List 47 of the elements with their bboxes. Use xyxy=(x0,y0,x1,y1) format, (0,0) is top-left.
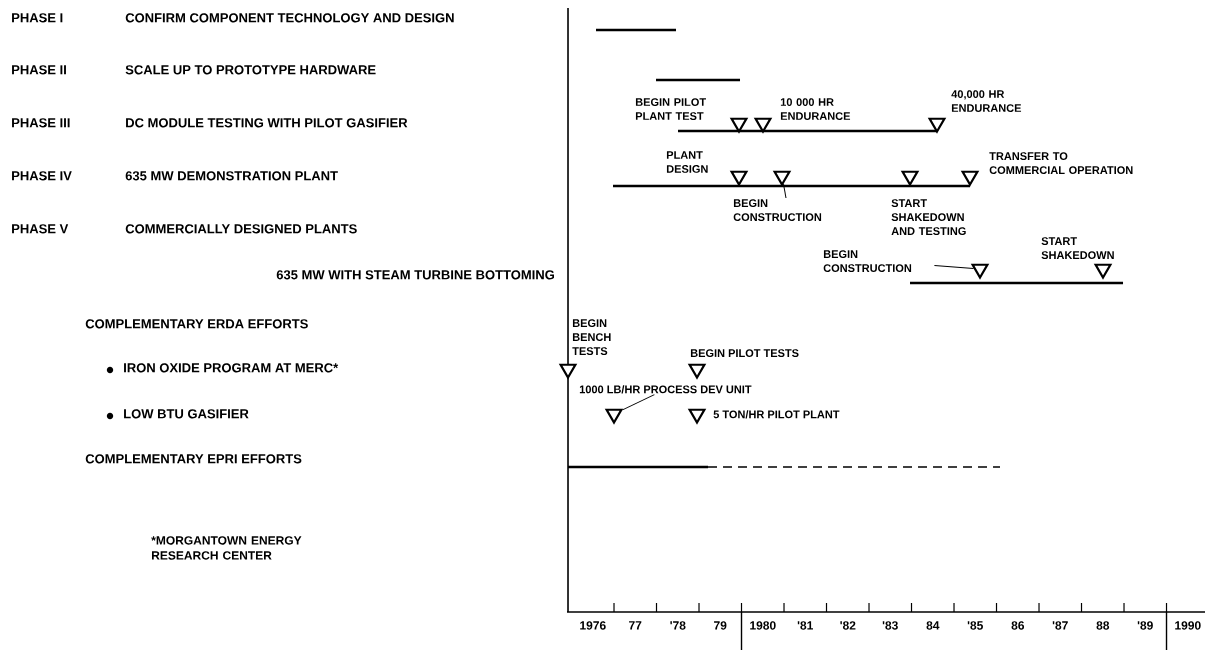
milestone-label: BEGIN BENCH TESTS xyxy=(572,319,611,355)
milestone-label: 5 TON/HR PILOT PLANT xyxy=(713,410,840,419)
phase-description: COMMERCIALLY DESIGNED PLANTS xyxy=(125,224,357,234)
phase-label: PHASE II xyxy=(12,65,66,75)
phase-description: DC MODULE TESTING WITH PILOT GASIFIER xyxy=(126,118,408,128)
program-item: IRON OXIDE PROGRAM AT MERC* xyxy=(124,363,339,373)
leader-line xyxy=(933,264,975,269)
year-label: 79 xyxy=(714,621,727,630)
milestone-label: BEGIN PILOT TESTS xyxy=(690,349,799,357)
phase-description: SCALE UP TO PROTOTYPE HARDWARE xyxy=(125,65,376,75)
year-label: 86 xyxy=(1011,621,1025,630)
year-label: '85 xyxy=(967,621,983,630)
phase-label: PHASE III xyxy=(12,118,70,128)
section-heading: COMPLEMENTARY ERDA EFFORTS xyxy=(85,319,308,329)
leader-line xyxy=(622,394,655,411)
year-label: 84 xyxy=(926,621,940,630)
footnote: *MORGANTOWN ENERGY RESEARCH CENTER xyxy=(151,536,302,560)
section-heading: COMPLEMENTARY EPRI EFFORTS xyxy=(85,454,302,464)
year-label: '81 xyxy=(797,621,813,630)
milestone-label: 10 000 HR ENDURANCE xyxy=(780,98,851,120)
phase-description: CONFIRM COMPONENT TECHNOLOGY AND DESIGN xyxy=(125,13,454,23)
year-label: '89 xyxy=(1137,621,1153,630)
program-item: LOW BTU GASIFIER xyxy=(124,409,249,419)
phase-label: PHASE V xyxy=(12,224,69,234)
year-label: '78 xyxy=(670,621,686,630)
phase-description: 635 MW DEMONSTRATION PLANT xyxy=(125,171,338,181)
milestone-label: BEGIN CONSTRUCTION xyxy=(733,199,822,221)
phase-description: 635 MW WITH STEAM TURBINE BOTTOMING xyxy=(276,270,554,280)
milestone-label: START SHAKEDOWN xyxy=(1041,237,1114,259)
year-label: 1990 xyxy=(1175,621,1201,630)
milestone-label: BEGIN PILOT PLANT TEST xyxy=(635,98,706,120)
milestone-label: 40,000 HR ENDURANCE xyxy=(951,90,1022,112)
year-label: 88 xyxy=(1096,621,1110,630)
milestone-label: START SHAKEDOWN AND TESTING xyxy=(891,199,966,235)
milestone-label: BEGIN CONSTRUCTION xyxy=(823,250,912,272)
year-label: '83 xyxy=(882,621,898,630)
year-label: '82 xyxy=(840,621,856,630)
phase-label: PHASE IV xyxy=(12,171,72,181)
milestone-label: PLANT DESIGN xyxy=(666,151,708,173)
year-label: '87 xyxy=(1052,621,1068,630)
year-label: 1976 xyxy=(580,621,606,630)
milestone-label: TRANSFER TO COMMERCIAL OPERATION xyxy=(989,152,1133,174)
year-label: 1980 xyxy=(750,621,776,630)
milestone-label: 1000 LB/HR PROCESS DEV UNIT xyxy=(579,385,752,394)
leader-line xyxy=(783,183,787,199)
year-label: 77 xyxy=(629,621,642,630)
phase-label: PHASE I xyxy=(12,13,63,23)
